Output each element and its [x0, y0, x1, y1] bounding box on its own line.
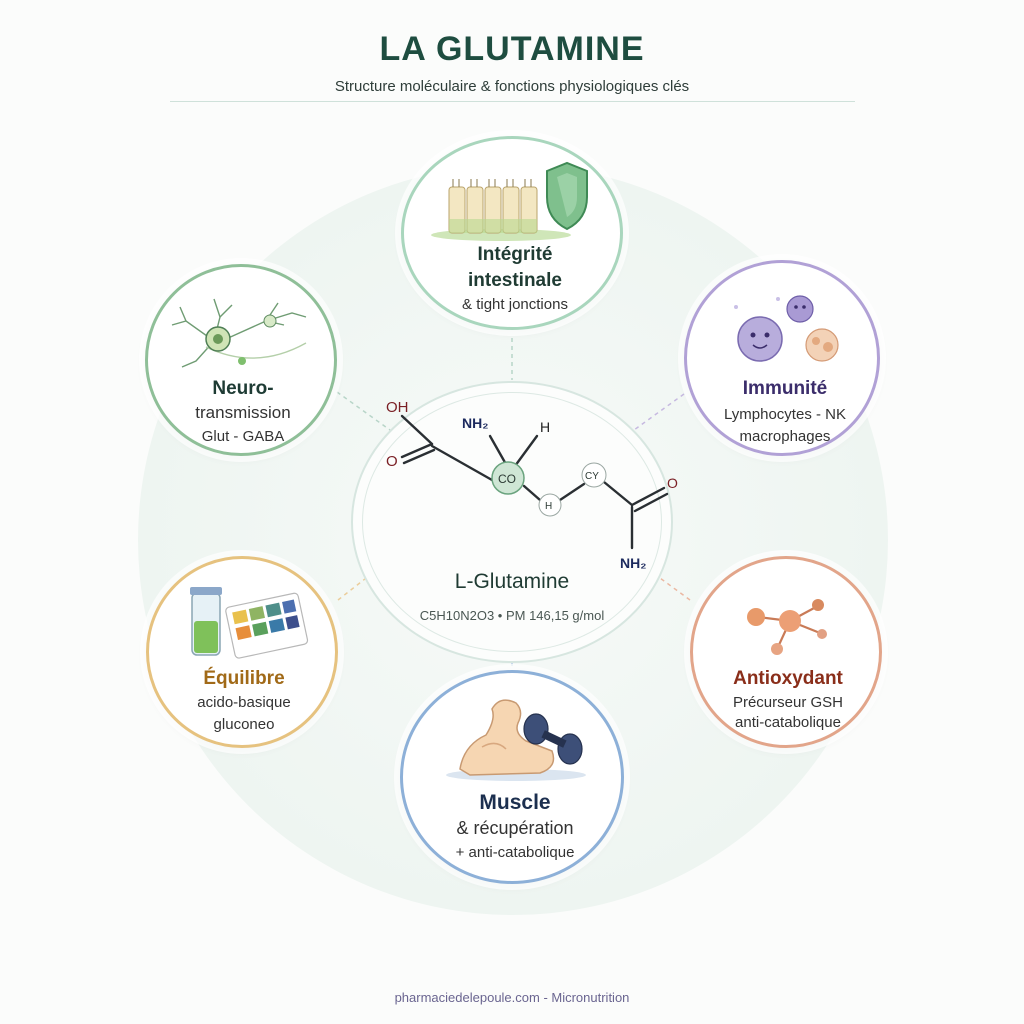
node-antiox-line-2: anti-catabolique — [735, 714, 841, 731]
node-balance-line-1: acido-basique — [197, 694, 291, 711]
node-muscle: Muscle & récupération + anti-catabolique — [400, 670, 624, 884]
atom-co-circle — [491, 461, 525, 495]
bond-calpha-ch — [522, 484, 542, 502]
node-immunity: Immunité Lymphocytes - NK macrophages — [684, 260, 880, 456]
node-muscle-line-2: + anti-catabolique — [455, 844, 575, 861]
page-title: LA GLUTAMINE — [379, 30, 645, 68]
page-subtitle: Structure moléculaire & fonctions physio… — [334, 78, 690, 95]
atom-cy-circle — [581, 462, 607, 488]
atom-nh2-top: NH₂ — [462, 415, 488, 431]
connector-neuro — [336, 391, 391, 431]
bond-c-o-right-2 — [633, 492, 669, 513]
title-divider — [170, 101, 855, 102]
node-muscle-line-1: & récupération — [456, 818, 574, 838]
atom-cy: CY — [585, 471, 599, 482]
bond-cy-c — [602, 480, 634, 507]
bond-c-o-right-1 — [630, 486, 666, 507]
bond-c-o-double-1 — [400, 442, 434, 459]
neuron-icon — [171, 298, 307, 368]
node-neuro-title: Neuro- — [212, 378, 274, 399]
ph-test-icon — [190, 587, 309, 659]
node-antiox-title: Antioxydant — [733, 668, 843, 689]
bond-calpha-h — [513, 434, 539, 468]
molecule-formula: C5H10N2O3 • PM 146,15 g/mol — [419, 608, 605, 623]
node-immunity-line-1: Lymphocytes - NK — [724, 406, 846, 423]
node-acid-base-balance: Équilibre acido-basique gluconeo — [146, 556, 338, 748]
connector-antiox — [659, 577, 691, 601]
node-muscle-title: Muscle — [479, 791, 551, 814]
molecule-name: L-Glutamine — [454, 570, 570, 593]
node-antiox-line-1: Précurseur GSH — [732, 694, 844, 711]
molecule-icon — [747, 599, 827, 655]
flexed-arm-icon — [446, 699, 586, 781]
bond-calpha-nh2 — [488, 434, 509, 468]
node-intestine-title-2: intestinale — [468, 270, 562, 291]
node-antioxidant: Antioxydant Précurseur GSH anti-cataboli… — [690, 556, 882, 748]
molecule-ring-inner — [362, 392, 662, 652]
node-neurotransmission: Neuro- transmission Glut - GABA — [145, 264, 337, 456]
node-immunity-title: Immunité — [742, 378, 828, 399]
atom-nh2-bottom: NH₂ — [620, 555, 646, 571]
bond-ch-cy — [558, 482, 586, 502]
node-balance-title: Équilibre — [203, 668, 285, 689]
atom-ch-circle — [538, 493, 562, 517]
connector-immunity — [633, 393, 685, 431]
node-neuro-line-1: transmission — [195, 403, 291, 422]
node-intestine-line-1: & tight jonctions — [462, 296, 568, 313]
node-intestine-title-1: Intégrité — [477, 244, 553, 265]
bond-c-oh — [400, 414, 434, 446]
intestinal-cells-icon — [431, 161, 588, 241]
bond-c-calpha — [430, 444, 494, 482]
footer-credit: pharmaciedelepoule.com - Micronutrition — [394, 990, 630, 1005]
node-neuro-line-2: Glut - GABA — [201, 428, 285, 445]
atom-h-top: H — [540, 419, 550, 435]
node-balance-line-2: gluconeo — [213, 716, 275, 733]
immune-cells-icon — [734, 295, 839, 362]
bond-c-o-double-2 — [402, 448, 436, 465]
atom-o-left: O — [386, 453, 398, 470]
atom-co: CO — [498, 472, 516, 486]
node-immunity-line-2: macrophages — [739, 428, 831, 445]
atom-oh: OH — [386, 399, 409, 416]
node-intestinal-integrity: Intégrité intestinale & tight jonctions — [401, 136, 623, 330]
atom-o-right: O — [667, 475, 678, 491]
atom-ch: H — [545, 501, 552, 512]
